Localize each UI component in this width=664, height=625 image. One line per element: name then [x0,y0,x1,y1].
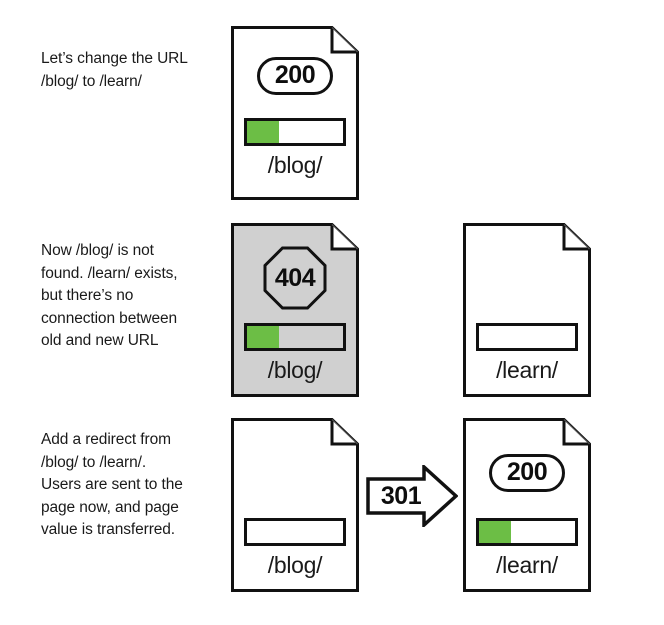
document-url-label: /blog/ [267,152,323,178]
page-value-bar-fill [479,521,511,543]
document-learn-empty: /learn/ [463,223,591,397]
page-value-bar [244,323,346,351]
document-blog-404: 404 /blog/ [231,223,359,397]
status-badge-label: 404 [274,263,316,292]
page-outline-icon [231,418,359,592]
row-3-caption: Add a redirect from /blog/ to /learn/. U… [41,431,183,538]
page-value-bar [244,518,346,546]
status-badge-label: 200 [506,457,548,486]
page-value-bar-fill [247,326,279,348]
arrow-right-icon [366,465,458,527]
diagram-row-3: Add a redirect from /blog/ to /learn/. U… [0,406,664,625]
document-url-label: /blog/ [267,552,323,578]
document-url-label: /learn/ [496,552,558,578]
status-badge-200: 200 [489,454,565,492]
document-url-label: /learn/ [496,357,558,383]
page-value-bar-fill [247,121,279,143]
document-blog-empty: /blog/ [231,418,359,592]
page-value-bar [244,118,346,146]
diagram-row-2: Now /blog/ is not found. /learn/ exists,… [0,210,664,406]
octagon-icon [263,246,327,310]
page-value-bar [476,323,578,351]
redirect-status-label: 301 [380,482,422,510]
document-learn-200: 200 /learn/ [463,418,591,592]
status-badge-404: 404 [263,246,327,310]
document-url-label: /blog/ [267,357,323,383]
page-value-bar [476,518,578,546]
status-badge-label: 200 [274,60,316,89]
row-2-caption: Now /blog/ is not found. /learn/ exists,… [41,242,178,349]
row-1-caption: Let’s change the URL /blog/ to /learn/ [41,50,188,90]
redirect-arrow-301: 301 [366,465,458,527]
document-blog-200: 200 /blog/ [231,26,359,200]
status-badge-200: 200 [257,57,333,95]
diagram-row-1: Let’s change the URL /blog/ to /learn/ 2… [0,0,664,210]
page-outline-icon [463,223,591,397]
